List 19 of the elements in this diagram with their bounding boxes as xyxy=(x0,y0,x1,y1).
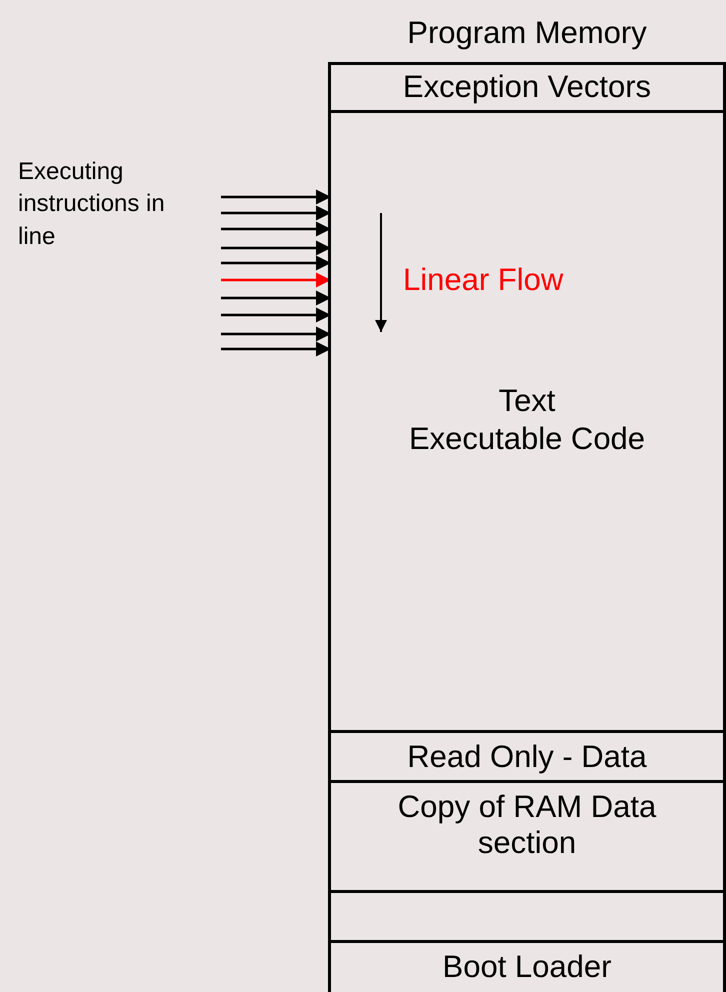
arrow xyxy=(221,256,331,270)
memory-title: Program Memory xyxy=(407,15,647,50)
section-label: Read Only - Data xyxy=(406,739,648,775)
arrow xyxy=(221,240,331,256)
flow-label: Linear Flow xyxy=(403,262,564,298)
section-label: Copy of RAM Data section xyxy=(396,789,658,860)
section-label: Executable Code xyxy=(408,421,646,457)
arrow xyxy=(221,308,331,322)
section-label: Exception Vectors xyxy=(402,69,652,105)
arrow xyxy=(221,290,331,306)
arrow xyxy=(221,326,331,342)
arrow xyxy=(221,342,331,356)
arrow xyxy=(221,272,331,288)
arrow xyxy=(221,206,331,220)
section-label: Boot Loader xyxy=(442,949,612,985)
note-text: Executing instructions in line xyxy=(18,157,166,252)
arrow xyxy=(221,190,331,204)
arrow xyxy=(221,222,331,236)
section-label: Text xyxy=(498,383,556,419)
